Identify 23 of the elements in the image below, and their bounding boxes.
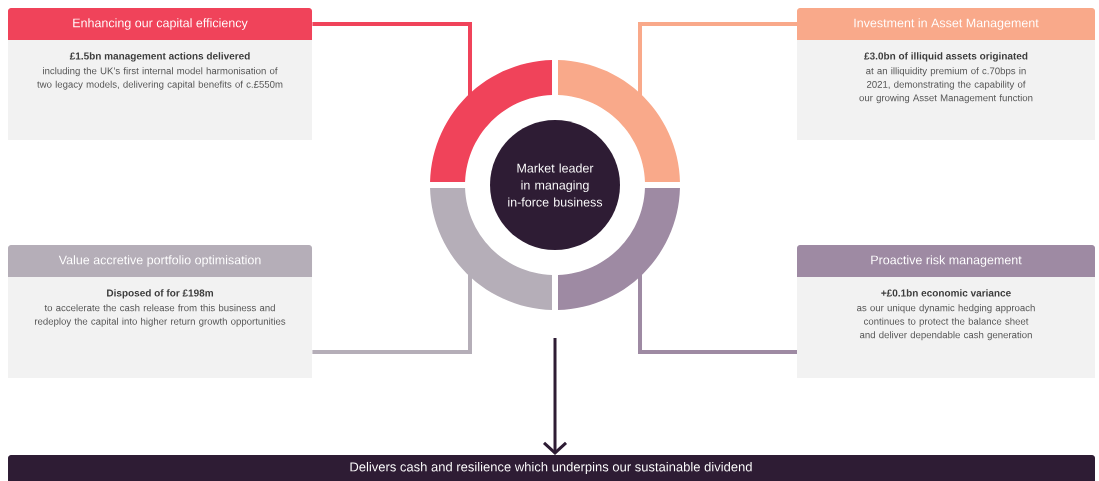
card-heading: Enhancing our capital efficiency — [73, 18, 248, 30]
connector-line — [312, 22, 472, 96]
highlight-text: +£0.1bn economic variance — [881, 289, 1011, 297]
card — [8, 8, 312, 140]
connector-line — [638, 22, 797, 96]
card — [797, 245, 1095, 378]
highlight-text: Disposed of for £198m — [107, 289, 213, 299]
card-heading: Proactive risk management — [871, 255, 1022, 267]
card — [797, 8, 1095, 140]
highlight-text: £1.5bn management actions delivered — [69, 52, 250, 62]
arrow — [543, 338, 567, 455]
card-heading: Value accretive portfolio optimisation — [58, 255, 261, 267]
banner: Delivers cash and resilience which underpins our sustainable dividend — [8, 455, 1095, 481]
ring-segment — [558, 60, 680, 182]
body-text: as our unique dynamic hedging approach continues to protect the balance sheet and deliver dependable cash generation — [857, 304, 1035, 341]
connector-line — [638, 274, 797, 354]
card — [8, 245, 312, 378]
card-heading: Investment in Asset Management — [854, 18, 1039, 30]
body-text: including the UK’s first internal model harmonisation of two legacy models, delivering capital benefits of c.£550m — [37, 67, 283, 90]
highlight-text: £3.0bn of illiquid assets originated — [864, 52, 1028, 62]
body-text: at an illiquidity premium of c.70bps in 2021, demonstrating the capability of our growing Asset Management function — [859, 67, 1033, 104]
connector-line — [312, 274, 472, 354]
body-text: to accelerate the cash release from this business and redeploy the capital into higher return growth opportunities — [35, 304, 286, 327]
